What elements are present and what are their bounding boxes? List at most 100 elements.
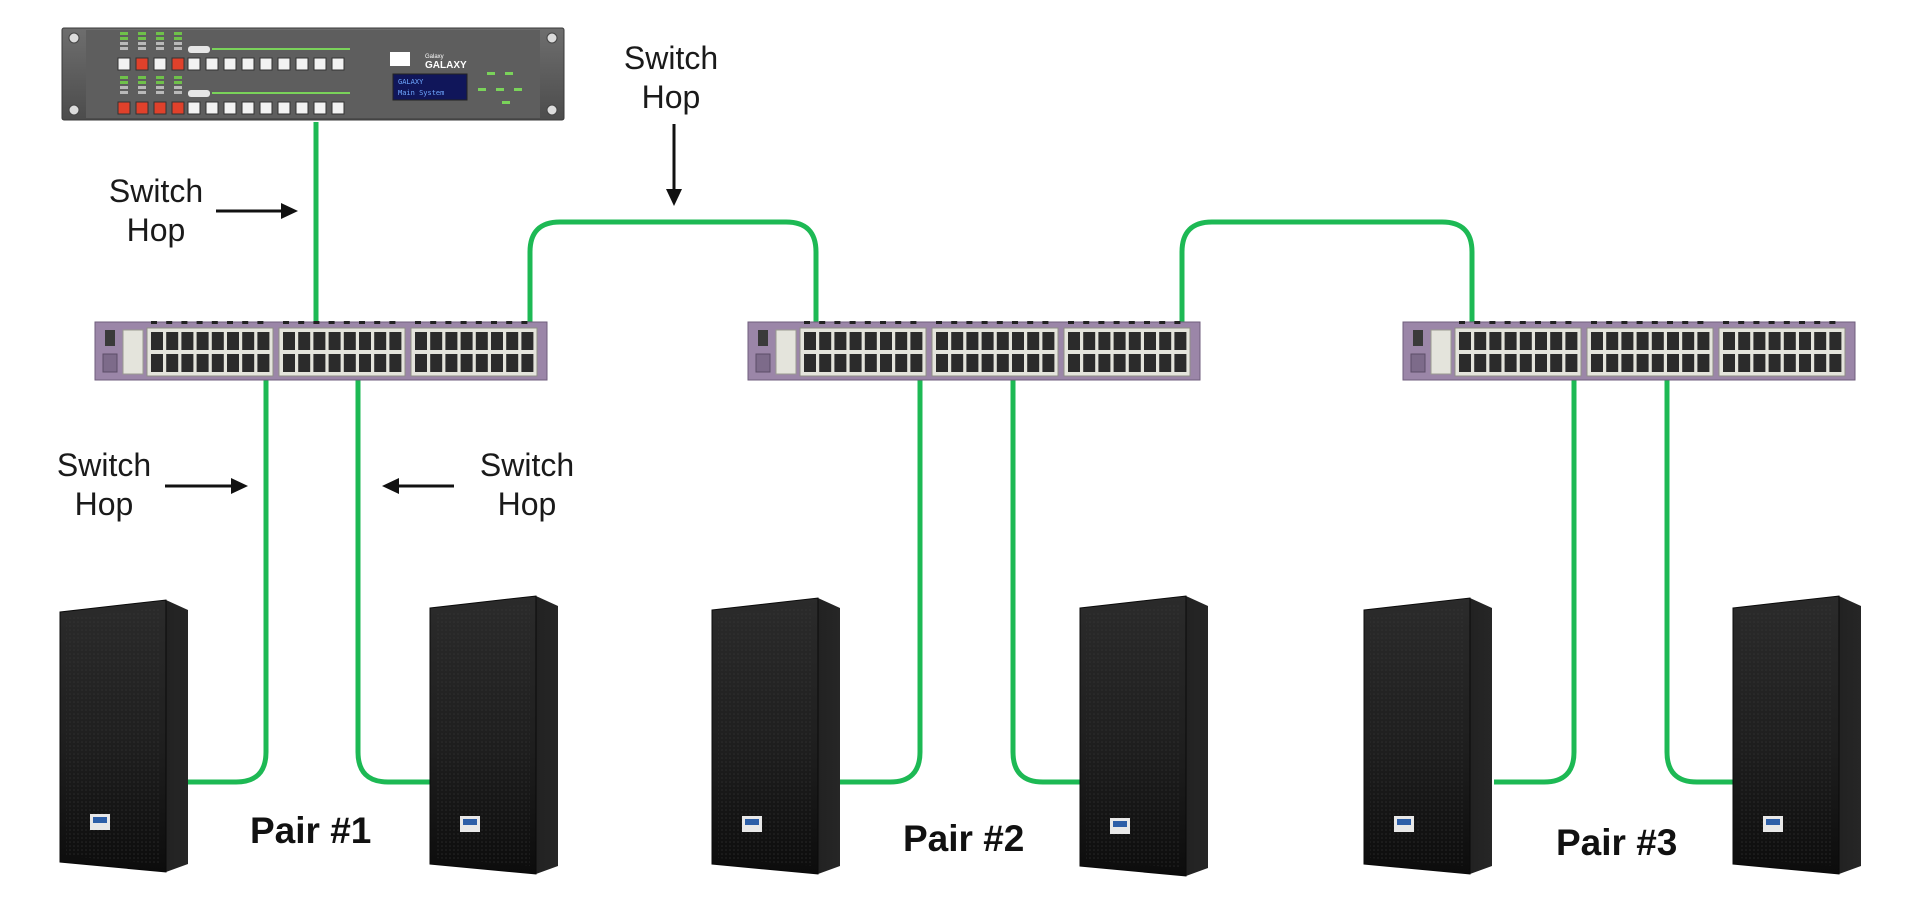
ethernet-port xyxy=(1697,354,1710,372)
ethernet-port xyxy=(506,354,519,372)
ethernet-port xyxy=(1535,332,1547,350)
level-meter xyxy=(120,81,128,84)
network-cable xyxy=(1010,380,1088,785)
ethernet-port xyxy=(257,332,270,350)
level-meter xyxy=(138,81,146,84)
switch-hop-label: Switch Hop xyxy=(47,446,161,524)
ethernet-port xyxy=(1651,354,1664,372)
network-cable xyxy=(527,219,819,332)
ethernet-port xyxy=(460,354,473,372)
level-meter xyxy=(156,81,164,84)
ethernet-port xyxy=(181,354,194,372)
output-button xyxy=(313,101,327,115)
output-button xyxy=(187,101,201,115)
ethernet-port xyxy=(1636,354,1649,372)
level-meter xyxy=(156,42,164,45)
ethernet-port xyxy=(1144,354,1156,372)
ethernet-port xyxy=(211,332,224,350)
ethernet-port xyxy=(966,354,979,372)
ethernet-port xyxy=(1474,332,1487,350)
output-button xyxy=(259,57,273,71)
ethernet-port xyxy=(151,354,163,372)
ethernet-port xyxy=(1768,332,1781,350)
ethernet-port xyxy=(819,332,832,350)
matrix-tag xyxy=(188,46,210,53)
ethernet-port xyxy=(181,332,194,350)
status-display xyxy=(755,353,771,373)
output-button xyxy=(277,101,291,115)
ethernet-port xyxy=(1489,354,1502,372)
output-button xyxy=(331,57,345,71)
ethernet-port xyxy=(951,354,964,372)
ethernet-port xyxy=(834,354,847,372)
ethernet-port xyxy=(1159,354,1172,372)
ethernet-port xyxy=(1606,332,1619,350)
ethernet-port xyxy=(445,332,458,350)
ethernet-port xyxy=(1098,354,1111,372)
ethernet-port xyxy=(1829,354,1842,372)
ethernet-port xyxy=(1550,332,1563,350)
output-button xyxy=(331,101,345,115)
ethernet-port xyxy=(880,354,892,372)
ethernet-port xyxy=(1012,332,1024,350)
level-meter xyxy=(156,47,164,50)
switch-hop-label-line2: Hop xyxy=(74,486,134,522)
network-cable xyxy=(186,380,269,785)
speaker-icon xyxy=(429,595,558,875)
ethernet-port xyxy=(1474,354,1487,372)
ethernet-port xyxy=(819,354,832,372)
ethernet-port xyxy=(1591,354,1603,372)
ethernet-port xyxy=(895,354,908,372)
ethernet-port xyxy=(1027,354,1040,372)
ethernet-port xyxy=(242,354,255,372)
ethernet-port xyxy=(936,354,948,372)
pair-1-label: Pair #1 xyxy=(250,810,372,851)
matrix-lcd-line1: GALAXY xyxy=(398,78,424,86)
power-switch xyxy=(1413,330,1423,346)
level-meter xyxy=(138,91,146,94)
level-meter xyxy=(120,91,128,94)
level-meter xyxy=(174,81,182,84)
level-meter xyxy=(120,32,128,35)
level-meter xyxy=(174,32,182,35)
level-meter xyxy=(174,47,182,50)
ethernet-port xyxy=(996,354,1009,372)
level-meter xyxy=(138,32,146,35)
ethernet-port xyxy=(328,332,341,350)
pair-2-label: Pair #2 xyxy=(903,818,1025,859)
cable-layer xyxy=(186,122,1742,785)
ethernet-port xyxy=(283,354,295,372)
ethernet-port xyxy=(1128,354,1141,372)
speakers xyxy=(59,595,1861,877)
ethernet-port xyxy=(166,332,179,350)
ethernet-port xyxy=(227,354,239,372)
ethernet-port xyxy=(834,332,847,350)
ethernet-port xyxy=(1083,332,1096,350)
ethernet-port xyxy=(343,354,356,372)
output-button xyxy=(223,57,237,71)
svg-text:Galaxy: Galaxy xyxy=(425,54,444,60)
ethernet-port xyxy=(849,354,862,372)
ethernet-port xyxy=(196,332,209,350)
output-button xyxy=(313,57,327,71)
ethernet-port xyxy=(1459,332,1471,350)
level-meter xyxy=(174,86,182,89)
output-button xyxy=(205,57,219,71)
ethernet-port xyxy=(1636,332,1649,350)
ethernet-port xyxy=(1174,354,1187,372)
switch-hop-label-line2: Hop xyxy=(641,79,701,115)
ethernet-port xyxy=(359,354,371,372)
output-button xyxy=(277,57,291,71)
ethernet-port xyxy=(374,332,387,350)
matrix-tag xyxy=(188,90,210,97)
level-meter xyxy=(138,47,146,50)
ethernet-port xyxy=(151,332,163,350)
ethernet-port xyxy=(1068,332,1080,350)
switch-hop-label-line1: Switch xyxy=(479,447,575,483)
ethernet-port xyxy=(1565,332,1578,350)
ethernet-port xyxy=(1697,332,1710,350)
level-meter xyxy=(156,76,164,79)
switch-hop-label-line1: Switch xyxy=(56,447,152,483)
network-cable xyxy=(1494,380,1577,785)
